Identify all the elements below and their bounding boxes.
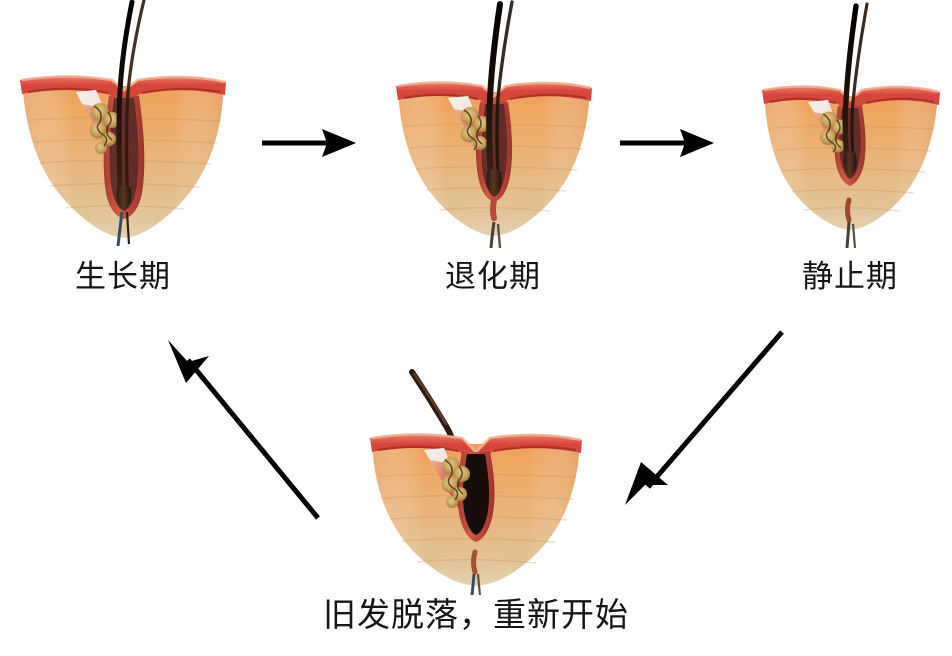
stage-label-catagen: 退化期 xyxy=(445,259,541,295)
arrow-anagen-to-catagen xyxy=(262,129,356,157)
papilla-vessel-anagen xyxy=(116,211,124,247)
strand-tail-catagen-2 xyxy=(496,223,502,249)
epidermis-highlight-catagen xyxy=(397,81,592,98)
epidermis-lower-line-telogen xyxy=(769,97,935,105)
cycle-caption: 旧发脱落，重新开始 xyxy=(323,595,629,634)
germ-vessel-shedding-2 xyxy=(476,573,482,596)
new-germ-shedding xyxy=(471,549,478,575)
sebaceous-gland-shedding xyxy=(441,457,470,508)
hair-club-catagen xyxy=(486,169,502,197)
stage-shedding: 旧发脱落，重新开始 xyxy=(323,366,628,631)
arrow-catagen-to-telogen xyxy=(620,129,714,157)
arrow-telogen-to-shedding xyxy=(625,330,784,505)
epidermis-lower-line-anagen xyxy=(27,87,221,95)
sebaceous-gland-anagen xyxy=(89,103,120,154)
germ-tail-telogen xyxy=(845,221,851,249)
epithelial-strand-catagen xyxy=(490,197,497,221)
arrow-shedding-to-anagen xyxy=(168,340,320,520)
hair-shaft-catagen xyxy=(486,1,503,181)
secondary-germ-telogen xyxy=(845,197,852,223)
shedding-illustration xyxy=(370,369,582,596)
epidermis-telogen xyxy=(762,86,940,116)
stage-label-telogen: 静止期 xyxy=(802,259,898,295)
catagen-illustration xyxy=(396,0,592,249)
duct-highlight-shedding xyxy=(424,448,451,464)
papilla-vessel-anagen-2 xyxy=(125,211,131,245)
hair-bulb-anagen xyxy=(116,185,132,210)
germ-tail-telogen-2 xyxy=(851,223,857,249)
hair-shaft-telogen-2 xyxy=(850,2,869,160)
duct-highlight-anagen xyxy=(76,90,104,108)
stage-telogen: 静止期 xyxy=(750,0,950,312)
stage-label-anagen: 生长期 xyxy=(75,259,171,295)
telogen-illustration xyxy=(762,2,940,249)
epidermis-lower-line-shedding xyxy=(377,445,577,453)
hair-shaft-anagen xyxy=(116,0,135,193)
stage-anagen: 生长期 xyxy=(8,0,238,312)
germ-vessel-shedding xyxy=(470,573,476,596)
epidermis-shedding xyxy=(370,434,582,468)
epidermis-highlight-anagen xyxy=(21,75,226,92)
epidermis-highlight-telogen xyxy=(763,85,940,102)
epidermis-lower-line-catagen xyxy=(403,93,587,101)
hair-shaft-telogen xyxy=(842,3,859,163)
hair-club-telogen xyxy=(843,151,857,177)
epidermis-catagen xyxy=(396,82,592,112)
stage-catagen: 退化期 xyxy=(382,0,604,312)
hair-shaft-catagen-2 xyxy=(495,0,514,178)
anagen-illustration xyxy=(20,0,226,247)
sebaceous-gland-catagen xyxy=(460,107,490,151)
strand-tail-catagen xyxy=(489,221,496,249)
hair-shaft-anagen-2 xyxy=(125,0,146,188)
epidermis-anagen xyxy=(20,76,226,106)
